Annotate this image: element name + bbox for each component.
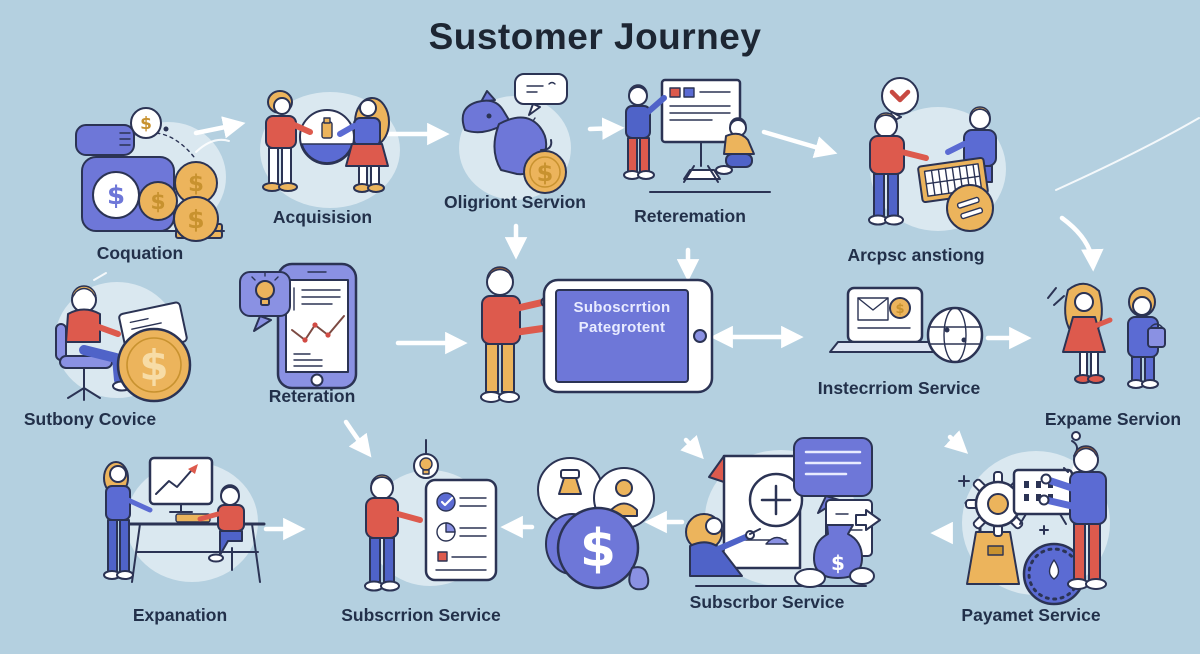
svg-text:$: $: [140, 114, 152, 134]
person-laptop-big-coin-icon: $: [55, 282, 192, 403]
node-payamet: [936, 428, 1118, 606]
money-bag-dollar-bubbles-icon: $: [537, 457, 655, 591]
label-expame: Expame Servion: [1044, 409, 1182, 429]
node-subscrrion: [348, 439, 508, 598]
svg-text:$: $: [187, 205, 204, 234]
node-instecrriom: $: [820, 280, 985, 380]
node-subscrbor: $: [676, 437, 884, 596]
svg-text:$: $: [107, 181, 125, 211]
tablet-screen-line2: Pategrotent: [578, 319, 666, 336]
node-reteremation: [610, 70, 780, 205]
person-checklist-bulb-icon: [364, 439, 498, 592]
label-acquisision: Acquisision: [272, 207, 373, 227]
person-holding-tablet-icon: [480, 266, 714, 403]
label-sutbony: Sutbony Covice: [23, 409, 157, 429]
svg-text:$: $: [139, 341, 168, 390]
label-oligriont: Oligriont Servion: [444, 192, 586, 212]
svg-text:$: $: [895, 302, 904, 317]
people-at-whiteboard-icon: [623, 78, 771, 193]
svg-text:$: $: [537, 159, 554, 187]
node-reteration: [239, 260, 395, 395]
tablet-screen-text: Suboscrrtion Pategrotent: [556, 298, 688, 338]
label-reteration: Reteration: [268, 386, 356, 406]
label-arcpsc: Arcpsc anstiong: [847, 245, 985, 265]
node-arcpsc: [848, 74, 1033, 239]
node-expanation: [92, 452, 277, 594]
laptop-mail-dollar-globe-icon: $: [829, 286, 984, 364]
node-sutbony: $: [22, 268, 207, 408]
people-calendar-coin-icon: [868, 77, 1006, 232]
svg-text:$: $: [188, 171, 204, 197]
two-women-with-bag-icon: [1047, 282, 1166, 389]
node-expame: [1040, 272, 1195, 407]
people-desk-monitor-chart-icon: [103, 456, 266, 583]
page-title: Sustomer Journey: [428, 16, 762, 57]
blue-creature-speech-coin-icon: $: [459, 73, 571, 200]
label-expanation: Expanation: [132, 605, 228, 625]
svg-text:$: $: [831, 551, 845, 575]
tablet-screen-line1: Suboscrrtion: [573, 299, 671, 316]
label-subscrrion: Subscrrion Service: [341, 605, 501, 625]
node-oligriont: $: [437, 72, 592, 207]
label-coquation: Coquation: [96, 243, 184, 263]
person-invoice-speech-moneybag-icon: $: [685, 437, 881, 588]
label-reteremation: Reteremation: [634, 206, 746, 226]
money-jar-coins-icon: $ $ $ $ $: [75, 107, 226, 242]
two-people-sharing-globe-icon: [260, 90, 400, 208]
node-acquisision: [242, 82, 407, 212]
svg-text:$: $: [150, 190, 165, 215]
gear-icon: [965, 471, 1031, 537]
person-gear-keypad-meter-icon: [958, 431, 1110, 606]
node-coquation: $ $ $ $ $: [58, 105, 228, 243]
phone-chart-idea-bubble-icon: [239, 262, 358, 390]
node-moneybags: $: [528, 450, 663, 595]
svg-text:$: $: [580, 519, 616, 579]
label-subscrbor: Subscrbor Service: [689, 592, 845, 612]
label-instecrriom: Instecrriom Service: [817, 378, 981, 398]
node-tablet: [462, 252, 717, 412]
label-payamet: Payamet Service: [961, 605, 1101, 625]
